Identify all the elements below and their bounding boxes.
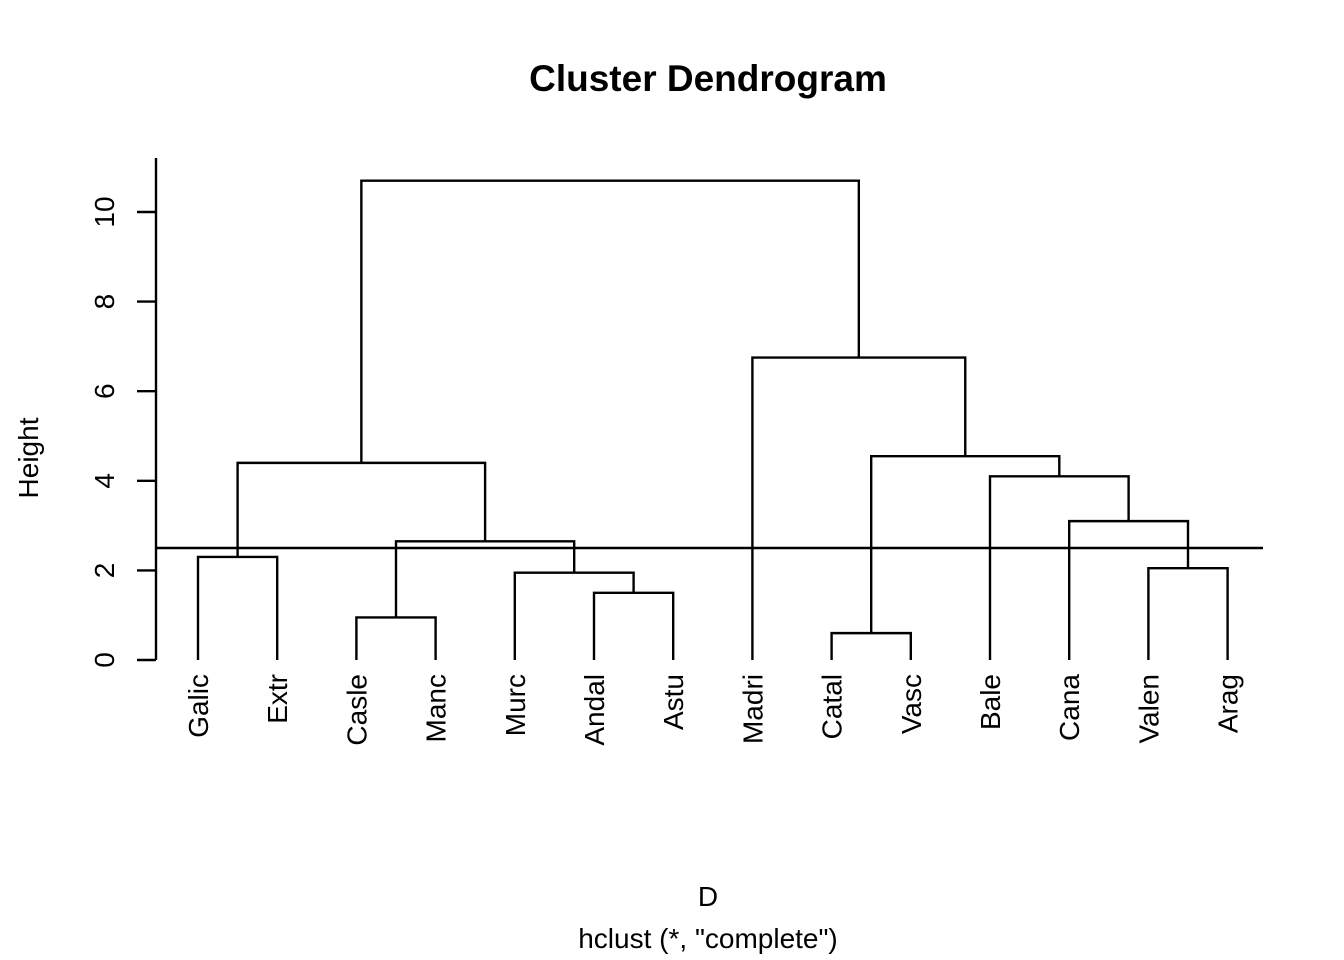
y-tick-label: 2 bbox=[89, 563, 120, 579]
dendrogram-branch bbox=[513, 571, 635, 660]
dendrogram-branch bbox=[751, 356, 967, 660]
dendrogram-branch bbox=[1147, 566, 1229, 660]
leaf-label: Vasc bbox=[896, 674, 927, 734]
chart-title: Cluster Dendrogram bbox=[529, 58, 887, 99]
leaf-label: Andal bbox=[579, 674, 610, 746]
y-tick-label: 8 bbox=[89, 294, 120, 310]
y-tick-label: 10 bbox=[89, 196, 120, 227]
x-axis-label: D bbox=[698, 881, 718, 912]
dendrogram-branch bbox=[988, 475, 1130, 660]
dendrogram-branch bbox=[592, 591, 675, 660]
leaf-labels: Galic Extr Casle Manc Murc Andal Astu Madri Cata… bbox=[183, 674, 1244, 746]
dendrogram-branch bbox=[355, 616, 437, 660]
y-tick-label: 6 bbox=[89, 383, 120, 399]
dendrogram-branch bbox=[360, 179, 861, 463]
y-axis-label: Height bbox=[13, 417, 44, 498]
leaf-label: Cana bbox=[1054, 674, 1085, 741]
dendrogram-branch bbox=[1068, 519, 1190, 660]
leaf-label: Galic bbox=[183, 674, 214, 738]
dendrogram-branch bbox=[236, 461, 487, 557]
dendrogram-branch bbox=[830, 631, 912, 660]
leaf-label: Bale bbox=[975, 674, 1006, 730]
leaf-label: Extr bbox=[262, 674, 293, 724]
y-tick-label: 4 bbox=[89, 473, 120, 489]
x-axis-sublabel: hclust (*, "complete") bbox=[578, 923, 838, 954]
dendrogram-branch bbox=[196, 555, 279, 660]
leaf-label: Madri bbox=[737, 674, 768, 744]
y-tick-label: 0 bbox=[89, 652, 120, 668]
y-axis: 0 2 4 6 8 10 bbox=[89, 158, 158, 668]
leaf-label: Astu bbox=[658, 674, 689, 730]
leaf-label: Murc bbox=[500, 674, 531, 736]
leaf-label: Manc bbox=[421, 674, 452, 742]
leaf-label: Valen bbox=[1133, 674, 1164, 744]
leaf-label: Casle bbox=[341, 674, 372, 746]
dendrogram-branches bbox=[196, 179, 1229, 660]
dendrogram-branch bbox=[394, 540, 576, 618]
dendrogram-branch bbox=[870, 454, 1061, 634]
leaf-label: Catal bbox=[817, 674, 848, 739]
leaf-label: Arag bbox=[1213, 674, 1244, 733]
